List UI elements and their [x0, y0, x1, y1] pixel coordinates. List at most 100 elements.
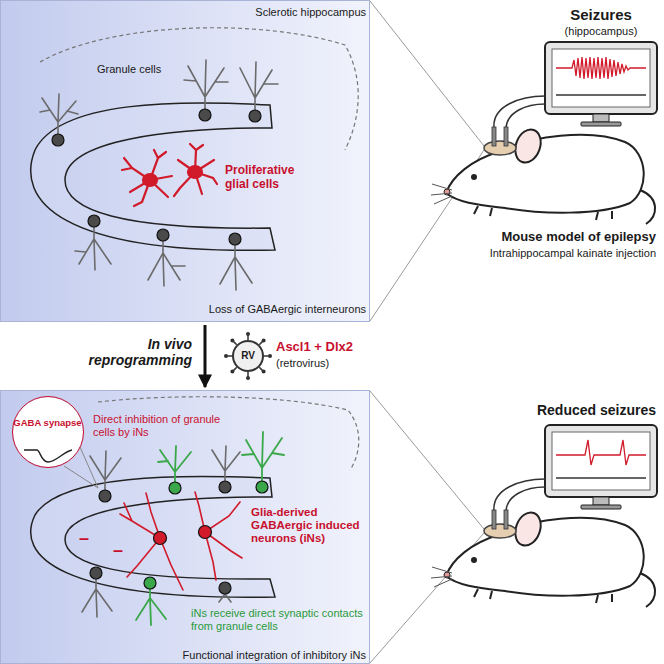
- virus-particle: [224, 332, 272, 380]
- annotation: iNs receive direct synaptic contacts fro…: [191, 607, 366, 633]
- granule-dendrite: [82, 446, 240, 617]
- factor-subtitle: (retrovirus): [276, 357, 366, 370]
- hippocampus-panel: Direct inhibition of granule cells by iN…: [0, 390, 370, 664]
- granule-dendrite: [240, 62, 278, 110]
- granule-dendrite: [82, 579, 112, 617]
- panel-ground: [0, 0, 370, 322]
- virus-particle: [230, 338, 234, 342]
- eeg-monitor: [593, 114, 609, 122]
- virus-particle: [224, 354, 228, 358]
- granule-cell-body: [90, 481, 231, 594]
- cell-label: Proliferative glial cells: [225, 164, 317, 192]
- glial-cell: [122, 150, 172, 206]
- virus-particle: [224, 332, 272, 380]
- granule-cell-body: [99, 490, 111, 502]
- cell-label: Glia-derived GABAergic induced neurons (…: [251, 506, 366, 546]
- granule-dendrite: [75, 227, 111, 270]
- eeg-monitor: [556, 94, 646, 95]
- granule-dendrite: [212, 446, 240, 481]
- granule-cell-body: [157, 229, 169, 241]
- inhibition-sign: –: [79, 529, 91, 547]
- induced-neuron-body: [144, 577, 156, 589]
- mouse-figure: [431, 96, 655, 224]
- induced-neuron-body: [154, 532, 167, 545]
- monitor-title: Reduced seizures: [500, 402, 656, 419]
- eeg-monitor: [545, 42, 657, 126]
- synapse-inset: [13, 397, 98, 488]
- induced-neuron-body: [169, 482, 181, 494]
- synapse-inset: [13, 397, 83, 467]
- synapse-inset: [24, 450, 72, 462]
- virus-particle: [268, 354, 272, 358]
- step-label: In vivo reprogramming: [80, 336, 192, 368]
- granule-cell-body: [88, 215, 100, 227]
- virus-particle: [230, 370, 234, 374]
- monitor-title: Seizures: [546, 6, 656, 24]
- cell-label: Granule cells: [97, 63, 177, 76]
- granule-dendrite: [220, 245, 252, 290]
- eeg-monitor: [593, 497, 609, 505]
- factor-label: Ascl1 + Dlx2: [276, 339, 366, 355]
- virus-particle: [246, 332, 250, 336]
- induced-neuron-dendrite: [136, 589, 166, 625]
- eeg-monitor: [545, 425, 657, 509]
- virus-particle: [262, 338, 266, 342]
- virus-particle: [246, 376, 250, 380]
- inset-label: GABA synapse: [13, 417, 82, 428]
- granule-cell-body: [52, 134, 64, 146]
- virus-particle: [226, 334, 270, 378]
- annotation: Direct inhibition of granule cells by iN…: [93, 413, 223, 439]
- induced-neuron-axon: [120, 493, 183, 590]
- induced-neuron-axon: [120, 492, 242, 590]
- synapse-inset: [64, 466, 98, 488]
- inhibition-sign: –: [113, 541, 125, 559]
- model-title: Mouse model of epilepsy: [430, 229, 656, 245]
- granule-dendrite: [219, 594, 231, 602]
- zoom-line: [370, 391, 484, 529]
- granule-dendrite: [148, 241, 185, 286]
- induced-neuron-body: [199, 526, 212, 539]
- note-label: Loss of GABAergic interneurons: [171, 303, 366, 316]
- eeg-monitor: [556, 440, 646, 465]
- glial-cell: [122, 144, 217, 206]
- induced-neuron-dendrite: [242, 432, 284, 481]
- glial-cell: [188, 166, 202, 178]
- synapse-inset: GABA synapse: [12, 396, 84, 468]
- note-label: Functional integration of inhibitory iNs: [151, 649, 366, 662]
- granule-cell-body: [219, 481, 231, 493]
- eeg-monitor: [545, 425, 657, 497]
- eeg-monitor: [581, 122, 621, 126]
- induced-neuron-body: [144, 481, 268, 589]
- eeg-monitor: [545, 42, 657, 114]
- eeg-monitor: [556, 57, 646, 79]
- granule-cell-body: [229, 233, 241, 245]
- eeg-monitor: [581, 505, 621, 509]
- granule-dendrite: [40, 94, 78, 134]
- model-subtitle: Intrahippocampal kainate injection: [430, 247, 656, 260]
- granule-dendrite: [90, 451, 121, 490]
- connector-arrow: [204, 325, 207, 387]
- granule-cell-layer: [31, 476, 275, 597]
- eeg-monitor: [556, 477, 646, 478]
- glial-cell: [143, 174, 157, 186]
- hippocampus-panel: Sclerotic hippocampusGranule cellsProlif…: [0, 0, 370, 322]
- granule-cell-body: [219, 582, 231, 594]
- panel-ground: [0, 390, 370, 664]
- glial-cell: [174, 144, 217, 196]
- granule-dendrite: [184, 60, 228, 109]
- induced-neuron-body: [256, 481, 268, 493]
- zoom-line: [370, 1, 484, 146]
- eeg-monitor: [552, 432, 650, 490]
- virus-particle: [233, 341, 263, 371]
- mouse-figure: [431, 479, 655, 607]
- retrovirus-circle: RV: [232, 340, 264, 372]
- granule-cell-body: [199, 109, 211, 121]
- monitor-subtitle: (hippocampus): [546, 25, 656, 38]
- eeg-monitor: [552, 49, 650, 107]
- induced-neuron-axon: [195, 492, 242, 580]
- region-label: Sclerotic hippocampus: [246, 6, 366, 19]
